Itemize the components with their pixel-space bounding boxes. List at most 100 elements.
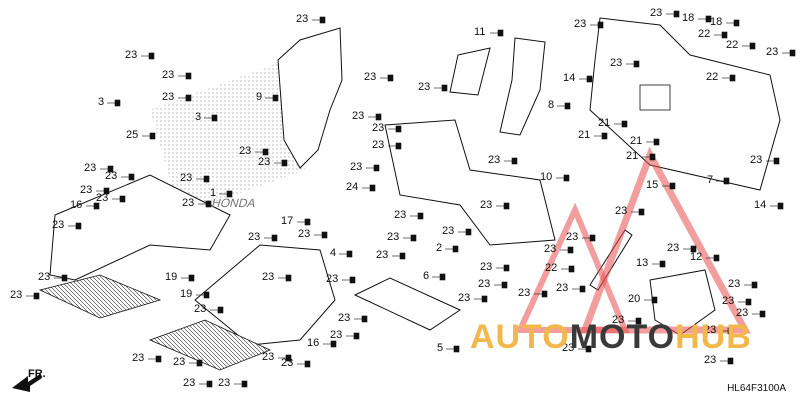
part-11-plate: [449, 47, 491, 96]
leader-lines: [26, 10, 796, 388]
callout-18: 18: [682, 12, 695, 24]
bolt-icon: [777, 202, 784, 210]
bolt-icon: [349, 276, 356, 284]
bolt-icon: [271, 234, 278, 242]
callout-22: 22: [706, 71, 719, 83]
part-7-detail: [639, 84, 671, 111]
bolt-icon: [75, 222, 82, 230]
bolt-icon: [653, 138, 660, 146]
part-8-panel: [499, 37, 546, 136]
bolt-icon: [33, 292, 40, 300]
callout-19: 19: [180, 288, 193, 300]
bolt-icon: [373, 164, 380, 172]
callout-16: 16: [70, 199, 83, 211]
bolt-icon: [304, 360, 311, 368]
bolt-icon: [511, 157, 518, 165]
bolt-icon: [319, 16, 326, 24]
bolt-icon: [713, 254, 720, 262]
bolt-icon: [733, 19, 740, 27]
bolt-icon: [439, 273, 446, 281]
bolt-icon: [541, 290, 548, 298]
bolt-icon: [481, 295, 488, 303]
callout-23: 23: [162, 69, 175, 81]
bolt-icon: [119, 195, 126, 203]
bolt-icon: [103, 187, 110, 195]
bolt-icon: [579, 285, 586, 293]
bolt-icon: [417, 212, 424, 220]
callout-8: 8: [548, 99, 555, 111]
callout-14: 14: [754, 199, 767, 211]
bolt-icon: [705, 15, 712, 23]
bolt-icon: [395, 125, 402, 133]
callout-23: 23: [298, 228, 311, 240]
bolt-icon: [285, 274, 292, 282]
part-9-side-panel: [277, 27, 343, 169]
part-5-flat-plate: [353, 277, 462, 331]
callout-23: 23: [736, 307, 749, 319]
callout-19: 19: [165, 271, 178, 283]
callout-23: 23: [38, 271, 51, 283]
bolt-icon: [375, 113, 382, 121]
callout-5: 5: [437, 342, 444, 354]
callout-4: 4: [330, 247, 337, 259]
bolt-icon: [759, 310, 766, 318]
callout-23: 23: [372, 122, 385, 134]
callout-23: 23: [258, 156, 271, 168]
bolt-icon: [149, 132, 156, 140]
bolt-icon: [304, 218, 311, 226]
bolt-icon: [185, 94, 192, 102]
callout-25: 25: [126, 129, 139, 141]
bolt-icon: [346, 250, 353, 258]
direction-label: FR.: [28, 368, 46, 380]
bolt-icon: [410, 234, 417, 242]
callout-23: 23: [566, 231, 579, 243]
callout-23: 23: [544, 243, 557, 255]
callout-23: 23: [458, 292, 471, 304]
bolt-icon: [638, 208, 645, 216]
bolt-icon: [673, 10, 680, 18]
bolt-icon: [128, 173, 135, 181]
bolt-icon: [589, 234, 596, 242]
diagram-code: HL64F3100A: [727, 383, 786, 394]
bolt-icon: [211, 114, 218, 122]
callout-23: 23: [387, 231, 400, 243]
callout-12: 12: [690, 251, 703, 263]
callout-21: 21: [598, 117, 611, 129]
callout-23: 23: [488, 154, 501, 166]
watermark-part-2: MOTO: [569, 318, 676, 356]
bolt-icon: [369, 184, 376, 192]
callout-23: 23: [418, 81, 431, 93]
callout-23: 23: [562, 342, 575, 354]
callout-23: 23: [132, 352, 145, 364]
callout-23: 23: [650, 7, 663, 19]
part-10-trim-panel: [384, 119, 556, 246]
bolt-icon: [281, 159, 288, 167]
bolt-icon: [651, 296, 658, 304]
callout-11: 11: [474, 26, 486, 38]
callout-22: 22: [545, 262, 558, 274]
bolt-icon: [395, 142, 402, 150]
callout-23: 23: [352, 110, 365, 122]
bolt-icon: [387, 74, 394, 82]
callout-23: 23: [96, 192, 109, 204]
bolt-icon: [635, 317, 642, 325]
bolt-icon: [659, 260, 666, 268]
direction-arrow: [12, 374, 42, 392]
callout-23: 23: [376, 249, 389, 261]
callout-23: 23: [194, 303, 207, 315]
bolt-icon: [241, 380, 248, 388]
callout-23: 23: [125, 49, 138, 61]
callout-23: 23: [704, 354, 717, 366]
bolt-icon: [563, 174, 570, 182]
callout-16: 16: [307, 337, 320, 349]
callout-15: 15: [646, 179, 659, 191]
callout-23: 23: [326, 273, 339, 285]
bolt-icon: [155, 355, 162, 363]
bolt-icon: [203, 175, 210, 183]
part-12-panel: [649, 269, 716, 336]
bolt-icon: [441, 84, 448, 92]
bolt-icon: [148, 52, 155, 60]
bolt-icon: [399, 252, 406, 260]
